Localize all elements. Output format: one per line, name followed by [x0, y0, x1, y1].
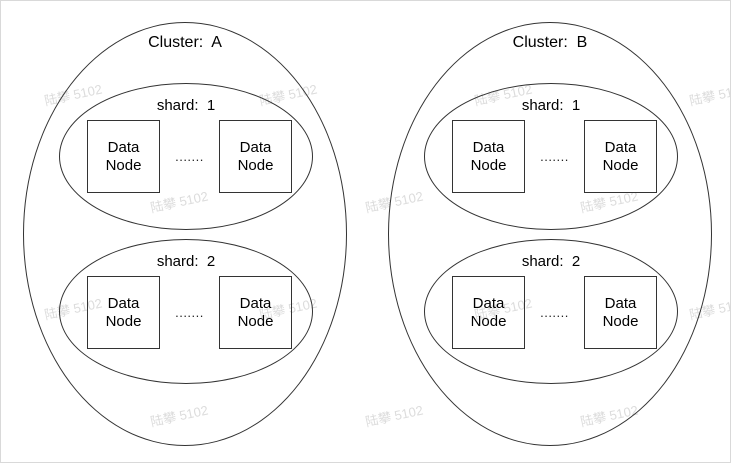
cluster-B-label: Cluster: B [512, 34, 588, 51]
cluster-B-shard-2-label: shard: 2 [521, 253, 581, 270]
data-node-box: Data Node [219, 120, 292, 193]
cluster-B-shard-1-label: shard: 1 [521, 97, 581, 114]
cluster-B-ellipse: Cluster: B shard: 1 Data Node ....... Da… [388, 22, 712, 446]
ellipsis-dots: ....... [175, 305, 204, 320]
data-node-box: Data Node [584, 276, 657, 349]
data-node-box: Data Node [87, 120, 160, 193]
cluster-A-ellipse: Cluster: A shard: 1 Data Node ....... Da… [23, 22, 347, 446]
ellipsis-dots: ....... [540, 149, 569, 164]
ellipsis-dots: ....... [540, 305, 569, 320]
watermark-text: 陆攀 5102 [688, 81, 731, 109]
cluster-B-shard-2-ellipse: shard: 2 Data Node ....... Data Node [424, 239, 678, 384]
cluster-A-label: Cluster: A [148, 34, 222, 51]
cluster-B-shard-1-ellipse: shard: 1 Data Node ....... Data Node [424, 83, 678, 230]
data-node-box: Data Node [452, 120, 525, 193]
ellipsis-dots: ....... [175, 149, 204, 164]
data-node-box: Data Node [219, 276, 292, 349]
watermark-text: 陆攀 5102 [364, 402, 425, 430]
cluster-A-shard-1-label: shard: 1 [156, 97, 216, 114]
cluster-A-shard-1-ellipse: shard: 1 Data Node ....... Data Node [59, 83, 313, 230]
data-node-box: Data Node [452, 276, 525, 349]
data-node-box: Data Node [584, 120, 657, 193]
data-node-box: Data Node [87, 276, 160, 349]
cluster-A-shard-2-ellipse: shard: 2 Data Node ....... Data Node [59, 239, 313, 384]
cluster-A-shard-2-label: shard: 2 [156, 253, 216, 270]
